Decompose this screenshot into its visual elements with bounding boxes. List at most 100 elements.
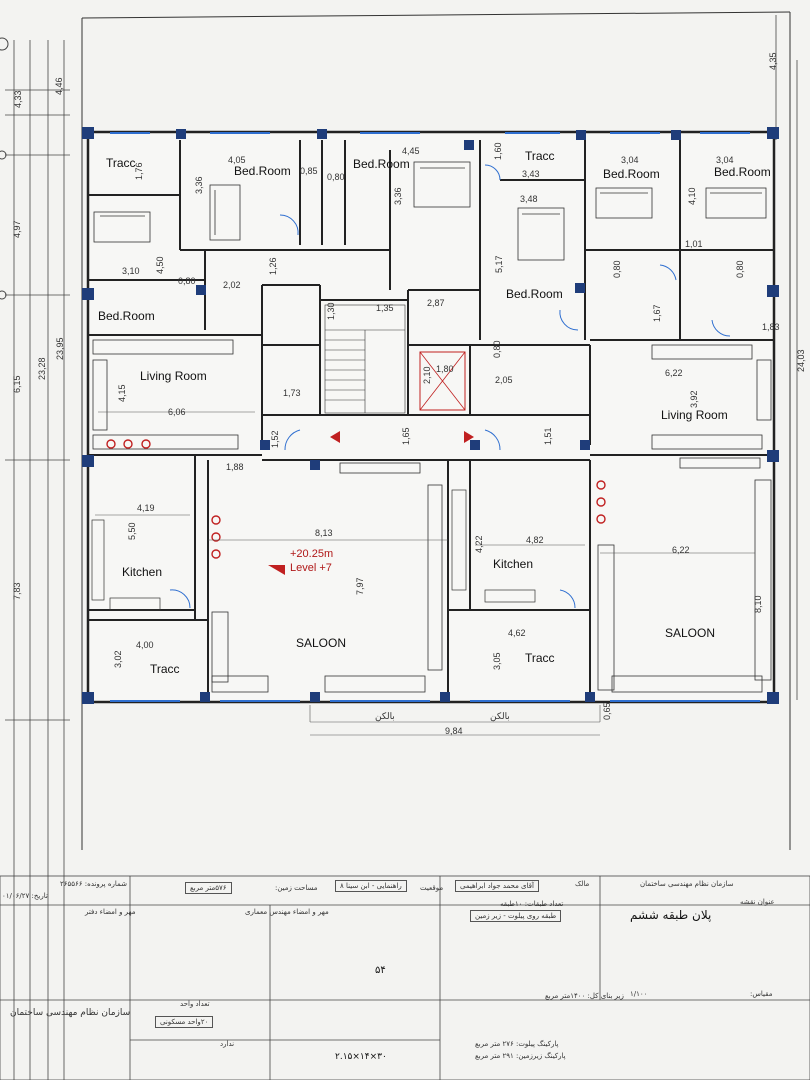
tb-land-area-label: مساحت زمین:	[275, 884, 318, 892]
dim-label: 23,95	[55, 337, 65, 360]
dim-label: 3,04	[716, 155, 734, 165]
tb-location-label: موقعیت	[420, 884, 444, 892]
dim-label: 8,10	[753, 595, 763, 613]
dim-label: 0,85	[300, 166, 318, 176]
dim-label: 2,10	[422, 366, 432, 384]
tb-sheet-title: پلان طبقه ششم	[630, 908, 712, 922]
room-label-bedroom-6: Bed.Room	[506, 287, 563, 301]
dim-label: 1,88	[226, 462, 244, 472]
dim-label: 2,87	[427, 298, 445, 308]
room-label-living-1: Living Room	[140, 369, 207, 383]
dim-label: 0,80	[612, 260, 622, 278]
tb-notes: ندارد	[220, 1040, 235, 1048]
tb-org: سازمان نظام مهندسی ساختمان	[640, 880, 734, 888]
tb-units: ۲۰واحد مسکونی	[155, 1016, 214, 1028]
dim-label: 3,43	[522, 169, 540, 179]
dim-label: 6,06	[168, 407, 186, 417]
dim-label: 3,36	[393, 187, 403, 205]
dim-label: 2,02	[223, 280, 241, 290]
dim-label: 0,80	[735, 260, 745, 278]
dim-label: 4,10	[687, 187, 697, 205]
dim-label: 5,50	[127, 522, 137, 540]
room-label-tracc-2: Tracc	[525, 149, 555, 163]
room-label-bedroom-1: Bed.Room	[234, 164, 291, 178]
dim-label: 4,00	[136, 640, 154, 650]
tb-sheet-no: ۵۴	[375, 965, 386, 976]
room-label-living-2: Living Room	[661, 408, 728, 422]
tb-units-label: تعداد واحد	[180, 1000, 210, 1008]
dim-label: 0,80	[492, 340, 502, 358]
dim-label: 5,17	[494, 255, 504, 273]
dim-label: 1,30	[326, 302, 336, 320]
dim-label: 23,28	[37, 357, 47, 380]
tb-owner: آقای محمد جواد ابراهیمی	[455, 880, 539, 892]
dim-label: 7,97	[355, 577, 365, 595]
dim-label: 3,10	[122, 266, 140, 276]
tb-engineer: مهر و امضاء مهندس معماری	[245, 908, 329, 916]
room-label-tracc-4: Tracc	[525, 651, 555, 665]
tb-floors: تعداد طبقات: ۱۰طبقه	[500, 900, 564, 908]
dim-label: 1,01	[685, 239, 703, 249]
dim-label: 0,65	[602, 702, 612, 720]
dim-label: 1,52	[270, 430, 280, 448]
room-label-bedroom-5: Bed.Room	[98, 309, 155, 323]
tb-sheet-title-label: عنوان نقشه	[740, 898, 775, 906]
level-label: Level +7	[290, 562, 332, 574]
room-label-tracc-1: Tracc	[106, 156, 136, 170]
dim-label: 6,15	[12, 375, 22, 393]
level-elevation: +20.25m	[290, 548, 334, 560]
dim-label: 0,80	[178, 276, 196, 286]
room-label-bedroom-2: Bed.Room	[353, 157, 410, 171]
tb-scale: ۱/۱۰۰	[630, 990, 648, 998]
room-label-tracc-3: Tracc	[150, 662, 180, 676]
dim-label: 24,03	[796, 349, 806, 372]
dim-label: 6,22	[665, 368, 683, 378]
tb-office: مهر و امضاء دفتر	[85, 908, 136, 916]
tb-basement: پارکینگ زیرزمین: ۲۹۱ متر مربع	[475, 1052, 566, 1060]
tb-land-area: ۵۷۶متر مربع	[185, 882, 232, 894]
dim-label: 4,05	[228, 155, 246, 165]
room-label-saloon-1: SALOON	[296, 636, 347, 650]
tb-org-bottom: سازمان نظام مهندسی ساختمان	[10, 1008, 131, 1018]
room-label-bedroom-4: Bed.Room	[714, 165, 771, 179]
tb-location: راهنمایی - ابن سینا ۸	[335, 880, 407, 892]
balcony-label-2: بالکن	[490, 711, 510, 721]
dim-label: 4,62	[508, 628, 526, 638]
tb-owner-label: مالک	[575, 880, 590, 888]
dim-label: 1,73	[283, 388, 301, 398]
tb-file-no: شماره پرونده: ۲۶۵۵۶۶	[60, 880, 127, 888]
dim-label: 4,97	[12, 220, 22, 238]
tb-scale-label: مقیاس:	[750, 990, 773, 998]
room-label-kitchen-2: Kitchen	[493, 557, 534, 571]
dim-label: 9,84	[445, 726, 463, 736]
dim-label: 1,35	[376, 303, 394, 313]
room-label-bedroom-3: Bed.Room	[603, 167, 660, 181]
dim-label: 1,80	[436, 364, 454, 374]
dim-label: 6,22	[672, 545, 690, 555]
dim-label: 4,15	[117, 384, 127, 402]
room-label-saloon-2: SALOON	[665, 626, 716, 640]
dim-label: 3,04	[621, 155, 639, 165]
dim-label: 4,19	[137, 503, 155, 513]
tb-infra: زیر بنای کل: ۱۴۰۰متر مربع	[545, 992, 624, 1000]
dim-label: 4,33	[13, 90, 23, 108]
dim-label: 1,76	[134, 162, 144, 180]
dim-label: 1,83	[762, 322, 780, 332]
dim-label: 4,50	[155, 256, 165, 274]
dim-label: 4,22	[474, 535, 484, 553]
tb-floor-desc: طبقه روی پیلوت - زیر زمین	[470, 910, 562, 922]
dim-label: 3,92	[689, 390, 699, 408]
dim-label: 4,82	[526, 535, 544, 545]
dim-label: 1,60	[493, 142, 503, 160]
tb-lot: ۳۰×۱۴×۲.۱۵	[335, 1052, 387, 1062]
dim-label: 4,35	[768, 52, 778, 70]
dim-label: 4,45	[402, 146, 420, 156]
dim-label: 1,67	[652, 304, 662, 322]
dim-label: 1,51	[543, 427, 553, 445]
balcony-label-1: بالکن	[375, 711, 395, 721]
dim-label: 7,83	[12, 582, 22, 600]
dim-label: 1,65	[401, 427, 411, 445]
dim-label: 3,05	[492, 652, 502, 670]
room-label-kitchen-1: Kitchen	[122, 565, 163, 579]
